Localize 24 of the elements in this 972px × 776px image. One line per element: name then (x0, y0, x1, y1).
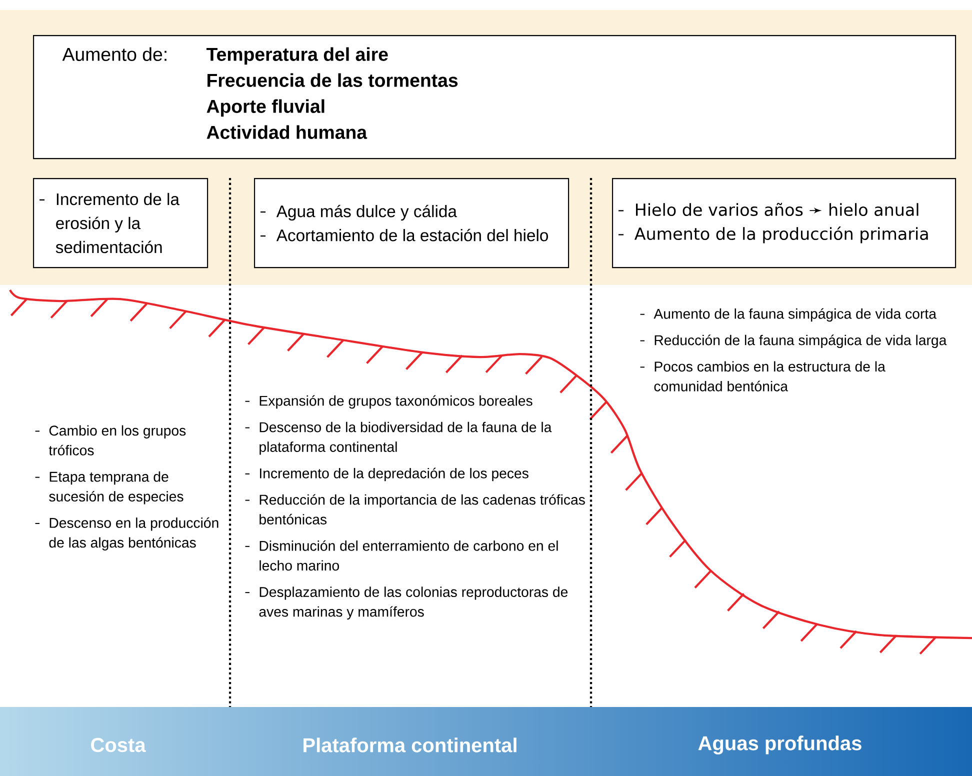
list-item: Acortamiento de la estación del hielo (260, 228, 548, 242)
list-item: Incremento de la erosión y la sedimentación (40, 192, 180, 254)
list-item: Etapa temprana de sucesión de especies (34, 471, 184, 504)
list-item: Descenso en la producción de las algas bentónicas (34, 517, 218, 550)
effect-box (254, 178, 570, 268)
info-box: Aumento de: Temperatura del aire Frecuencia de las tormentas Aporte fluvial Actividad humana (33, 35, 956, 160)
zone-label: Plataforma continental (304, 738, 516, 752)
list-item: Expansión de grupos taxonómicos boreales (244, 395, 532, 409)
effect-box (612, 178, 956, 268)
list-item: Incremento de la depredación de los peces (244, 468, 528, 482)
list-item: Aumento de la producción primaria (618, 226, 928, 244)
zone-label: Costa (91, 738, 146, 752)
list-item: Disminución del enterramiento de carbono en el lecho marino (244, 540, 558, 571)
list-item: Reducción de la importancia de las cadenas tróficas bentónicas (244, 494, 585, 524)
list-item: Pocos cambios en la estructura de la comunidad bentónica (640, 361, 886, 392)
list-item: Descenso de la biodiversidad de la fauna de la plataforma continental (244, 422, 552, 455)
list-item: Hielo de varios años ➛ hielo anual (618, 202, 918, 216)
list-item: Agua más dulce y cálida (260, 204, 457, 221)
list-item: Desplazamiento de las colonias reproductoras de aves marinas y mamíferos (244, 586, 568, 620)
list-item: Cambio en los grupos tróficos (34, 425, 186, 456)
list-item: Aumento de la fauna simpágica de vida corta (640, 308, 936, 322)
zone-label: Aguas profundas (698, 736, 862, 754)
effect-box (33, 178, 208, 268)
list-item: Reducción de la fauna simpágica de vida larga (640, 334, 947, 348)
